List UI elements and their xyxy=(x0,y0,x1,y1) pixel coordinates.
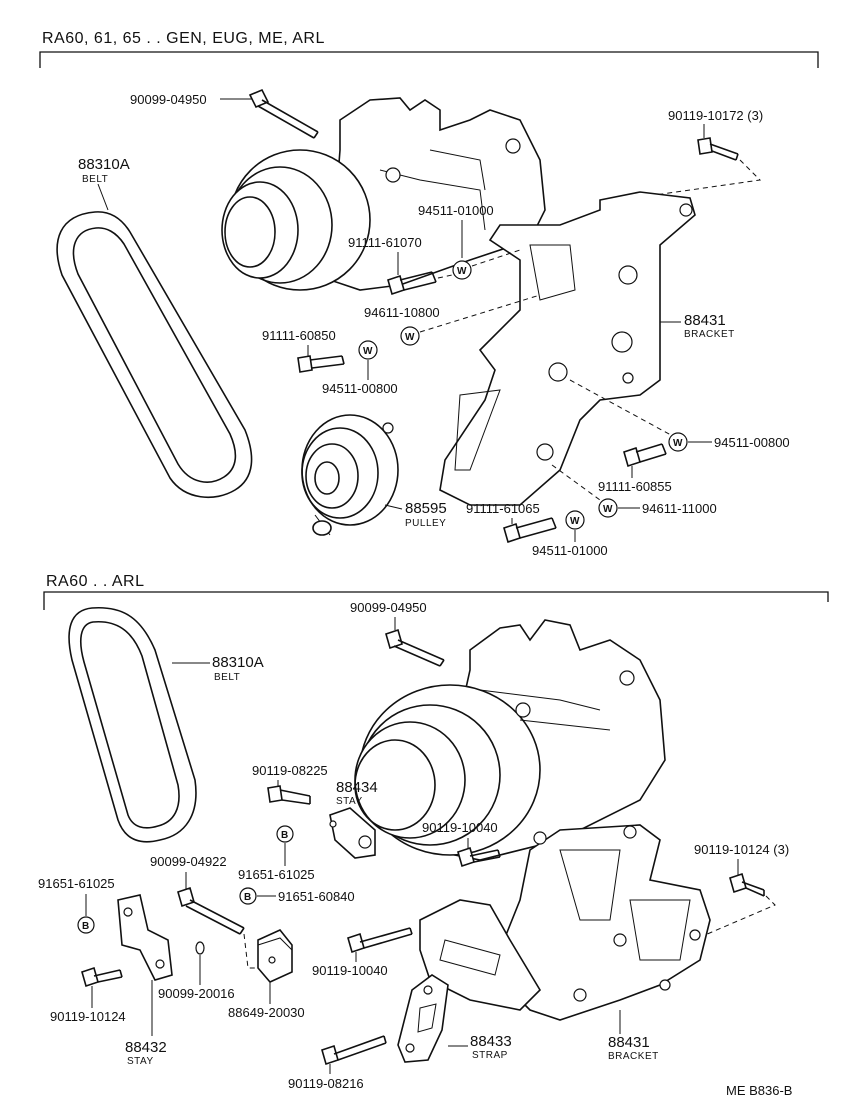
top-bolt-d xyxy=(297,355,345,373)
top-washer-a: W xyxy=(452,260,472,280)
top-bolt-e-label: 91111-60855 xyxy=(598,479,672,494)
bottom-bolt-h-label: 90119-08216 xyxy=(288,1076,364,1091)
top-washer-d-label: 94511-00800 xyxy=(714,435,790,450)
top-belt xyxy=(56,211,253,498)
top-pulley xyxy=(301,414,399,536)
bottom-stay-88434 xyxy=(329,807,376,859)
bottom-spacer-c-symbol: B xyxy=(244,892,251,903)
bottom-stay-name: STAY xyxy=(336,796,363,807)
top-bolt-b xyxy=(697,137,739,161)
bottom-spacer-c-label: 91651-60840 xyxy=(278,889,355,904)
top-bolt-e xyxy=(623,443,667,468)
bottom-stay2-name: STAY xyxy=(127,1056,154,1067)
bottom-pin xyxy=(195,941,205,955)
bottom-bolt-a xyxy=(385,628,445,667)
bottom-spacer-c: B xyxy=(239,887,257,905)
bottom-belt-name: BELT xyxy=(214,672,240,683)
bottom-strap xyxy=(397,974,449,1063)
bottom-spacer-a-symbol: B xyxy=(82,921,89,932)
bottom-stay-number: 88434 xyxy=(336,779,378,796)
diagram-code: ME B836-B xyxy=(726,1083,792,1098)
top-washer-f-label: 94511-01000 xyxy=(532,543,608,558)
top-washer-b-label: 94611-10800 xyxy=(364,305,440,320)
top-bracket-number: 88431 xyxy=(684,312,726,329)
top-washer-c: W xyxy=(358,340,378,360)
top-bolt-d-label: 91111-60850 xyxy=(262,328,336,343)
top-washer-a-label: 94511-01000 xyxy=(418,203,494,218)
top-washer-f: W xyxy=(565,510,585,530)
bottom-compressor xyxy=(354,619,666,861)
top-section-title: RA60, 61, 65 . . GEN, EUG, ME, ARL xyxy=(42,30,325,47)
bottom-block-label: 88649-20030 xyxy=(228,1005,305,1020)
bottom-bracket-number: 88431 xyxy=(608,1034,650,1051)
top-washer-d: W xyxy=(668,432,688,452)
bottom-bolt-g xyxy=(81,966,123,988)
top-bolt-a xyxy=(248,88,319,139)
top-bolt-a-label: 90099-04950 xyxy=(130,92,207,107)
bottom-stay-88432 xyxy=(117,894,173,981)
bottom-spacer-a: B xyxy=(77,916,95,934)
top-washer-b: W xyxy=(400,326,420,346)
top-bolt-c-label: 91111-61070 xyxy=(348,235,422,250)
bottom-bolt-d xyxy=(729,872,765,897)
bottom-bolt-c xyxy=(457,846,501,868)
top-washer-a-symbol: W xyxy=(457,266,467,277)
bottom-block xyxy=(257,929,293,983)
bottom-bolt-b-label: 90119-08225 xyxy=(252,763,328,778)
top-washer-d-symbol: W xyxy=(673,438,683,449)
top-pulley-number: 88595 xyxy=(405,500,447,517)
bottom-bolt-f-label: 90119-10040 xyxy=(312,963,388,978)
bottom-stay2-number: 88432 xyxy=(125,1039,167,1056)
top-bolt-f xyxy=(503,517,557,544)
bottom-bolt-h xyxy=(321,1035,387,1066)
top-washer-c-symbol: W xyxy=(363,346,373,357)
top-compressor xyxy=(221,97,546,291)
bottom-bolt-c-label: 90119-10040 xyxy=(422,820,498,835)
top-bolt-f-label: 91111-61065 xyxy=(466,501,540,516)
bottom-strap-number: 88433 xyxy=(470,1033,512,1050)
bottom-section-title: RA60 . . ARL xyxy=(46,573,145,590)
top-section-header: RA60, 61, 65 . . GEN, EUG, ME, ARL xyxy=(39,30,819,68)
top-washer-f-symbol: W xyxy=(570,516,580,527)
top-bolt-c xyxy=(387,271,437,296)
top-bracket-name: BRACKET xyxy=(684,329,735,340)
top-washer-e-symbol: W xyxy=(603,504,613,515)
bottom-spacer-b: B xyxy=(276,825,294,843)
bottom-spacer-b-label: 91651-61025 xyxy=(238,867,315,882)
bottom-bolt-d-label: 90119-10124 (3) xyxy=(694,842,789,857)
bottom-belt-number: 88310A xyxy=(212,654,264,671)
top-washer-b-symbol: W xyxy=(405,332,415,343)
top-washer-e-label: 94611-11000 xyxy=(642,501,717,516)
top-belt-number: 88310A xyxy=(78,156,130,173)
top-bracket xyxy=(439,191,696,506)
bottom-bracket-name: BRACKET xyxy=(608,1051,659,1062)
top-washer-c-label: 94511-00800 xyxy=(322,381,398,396)
bottom-section-header: RA60 . . ARL xyxy=(43,573,829,610)
bottom-bolt-g-label: 90119-10124 xyxy=(50,1009,126,1024)
bottom-bolt-b xyxy=(267,785,311,805)
bottom-bolt-e-label: 90099-04922 xyxy=(150,854,227,869)
bottom-strap-name: STRAP xyxy=(472,1050,508,1061)
top-bolt-b-label: 90119-10172 (3) xyxy=(668,108,763,123)
bottom-bolt-e xyxy=(177,886,245,935)
top-washer-e: W xyxy=(598,498,618,518)
bottom-mount-plate xyxy=(419,899,542,1011)
bottom-bolt-f xyxy=(347,927,413,954)
top-pulley-name: PULLEY xyxy=(405,518,446,529)
top-belt-name: BELT xyxy=(82,174,108,185)
bottom-spacer-a-label: 91651-61025 xyxy=(38,876,115,891)
bottom-bolt-a-label: 90099-04950 xyxy=(350,600,427,615)
bottom-pin-label: 90099-20016 xyxy=(158,986,235,1001)
bottom-belt xyxy=(68,606,197,843)
bottom-spacer-b-symbol: B xyxy=(281,830,288,841)
